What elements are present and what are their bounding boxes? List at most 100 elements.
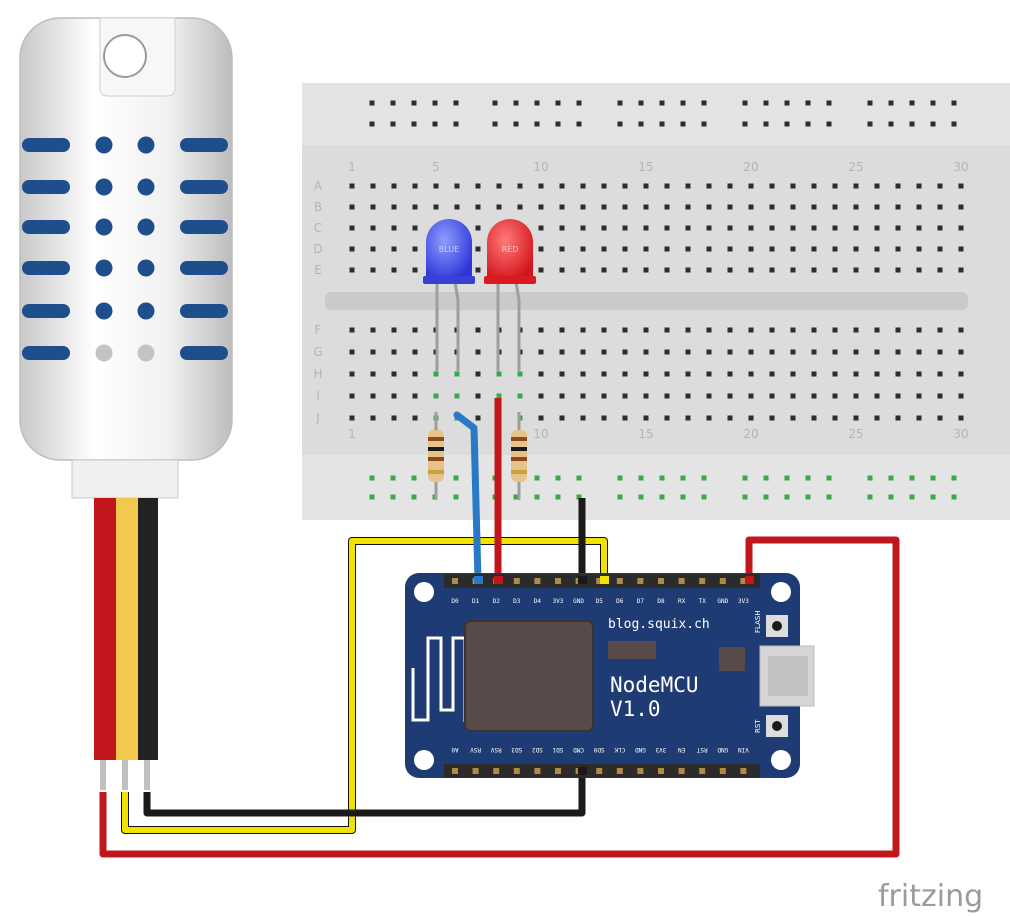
power-rail-hole [492, 100, 498, 106]
breadboard-hole [391, 393, 397, 399]
power-rail-hole [534, 100, 540, 106]
breadboard-hole [811, 225, 817, 231]
mount-hole [414, 582, 434, 602]
header-pin[interactable] [658, 768, 664, 774]
resistor-band [511, 447, 527, 451]
header-pin[interactable] [719, 768, 726, 774]
header-pin[interactable] [555, 768, 561, 774]
header-pin[interactable] [678, 768, 685, 774]
header-pin[interactable] [616, 768, 623, 774]
breadboard-hole [496, 371, 502, 377]
vent-hole [95, 344, 113, 362]
breadboard-hole [538, 349, 544, 355]
header-pin[interactable] [596, 768, 603, 774]
breadboard-hole [790, 204, 796, 210]
header-pin[interactable] [596, 578, 603, 584]
breadboard-hole [790, 415, 796, 421]
header-pin[interactable] [740, 768, 747, 774]
power-rail-hole [369, 121, 375, 127]
breadboard-hole [349, 393, 355, 399]
breadboard-hole [727, 371, 733, 377]
vent-hole [137, 136, 155, 154]
breadboard-hole [832, 349, 838, 355]
header-pin[interactable] [699, 578, 706, 584]
power-rail-hole [513, 494, 519, 500]
pin-label: CLK [614, 746, 625, 753]
center-channel [325, 292, 968, 310]
breadboard-hole [958, 204, 964, 210]
breadboard-hole [580, 415, 586, 421]
header-pin[interactable] [616, 578, 623, 584]
header-pin[interactable] [534, 768, 541, 774]
header-pin[interactable] [513, 768, 520, 774]
breadboard-hole [370, 327, 376, 333]
power-rail-hole [576, 494, 582, 500]
power-rail-hole [909, 475, 915, 481]
breadboard-hole [391, 267, 397, 273]
power-rail-hole [555, 494, 561, 500]
vent-slot [22, 138, 70, 152]
header-pin[interactable] [719, 578, 726, 584]
power-rail-hole [742, 475, 748, 481]
breadboard-hole [580, 267, 586, 273]
power-rail-hole [617, 100, 623, 106]
breadboard-hole [874, 225, 880, 231]
power-rail-hole [826, 100, 832, 106]
breadboard-hole [727, 183, 733, 189]
row-letter: C [314, 221, 322, 235]
breadboard-hole [370, 267, 376, 273]
breadboard-hole [853, 349, 859, 355]
header-pin[interactable] [513, 578, 520, 584]
vent-slot [22, 220, 70, 234]
breadboard-hole [790, 225, 796, 231]
led-leg [453, 281, 460, 372]
breadboard-hole [811, 204, 817, 210]
power-rail-hole [784, 475, 790, 481]
breadboard-hole [769, 204, 775, 210]
breadboard-hole [706, 349, 712, 355]
header-pin[interactable] [740, 578, 747, 584]
led-base [423, 276, 475, 284]
breadboard-hole [706, 393, 712, 399]
breadboard-hole [748, 393, 754, 399]
breadboard-hole [811, 183, 817, 189]
breadboard-hole [895, 371, 901, 377]
breadboard-hole [706, 371, 712, 377]
header-pin[interactable] [678, 578, 685, 584]
breadboard-hole [391, 246, 397, 252]
breadboard-hole [349, 183, 355, 189]
header-pin[interactable] [452, 578, 458, 584]
pin-label: D5 [596, 598, 604, 605]
power-rail-hole [411, 494, 417, 500]
breadboard-hole [958, 415, 964, 421]
breadboard-hole [937, 183, 943, 189]
sensor-cable-boot [71, 459, 179, 499]
header-pin[interactable] [555, 578, 561, 584]
breadboard-hole [433, 393, 439, 399]
breadboard-hole [958, 349, 964, 355]
header-pin[interactable] [472, 768, 479, 774]
breadboard-hole [748, 246, 754, 252]
power-rail-hole [453, 494, 459, 500]
header-pin[interactable] [493, 768, 500, 774]
pin-label: RX [678, 598, 686, 605]
breadboard-hole [685, 393, 691, 399]
header-pin[interactable] [452, 768, 458, 774]
breadboard-hole [769, 415, 775, 421]
header-pin[interactable] [658, 578, 664, 584]
breadboard-hole [643, 204, 649, 210]
power-rail-hole [680, 100, 686, 106]
header-pin[interactable] [699, 768, 706, 774]
pin-label: GND [573, 598, 584, 605]
power-rail-hole [453, 475, 459, 481]
vent-slot [22, 261, 70, 275]
power-rail-hole [951, 121, 957, 127]
vent-slot [180, 346, 228, 360]
header-pin[interactable] [637, 578, 644, 584]
header-pin[interactable] [534, 578, 541, 584]
breadboard-hole [475, 349, 481, 355]
breadboard-hole [874, 267, 880, 273]
header-pin[interactable] [637, 768, 644, 774]
sensor-vents [22, 136, 228, 362]
breadboard-hole [496, 393, 502, 399]
